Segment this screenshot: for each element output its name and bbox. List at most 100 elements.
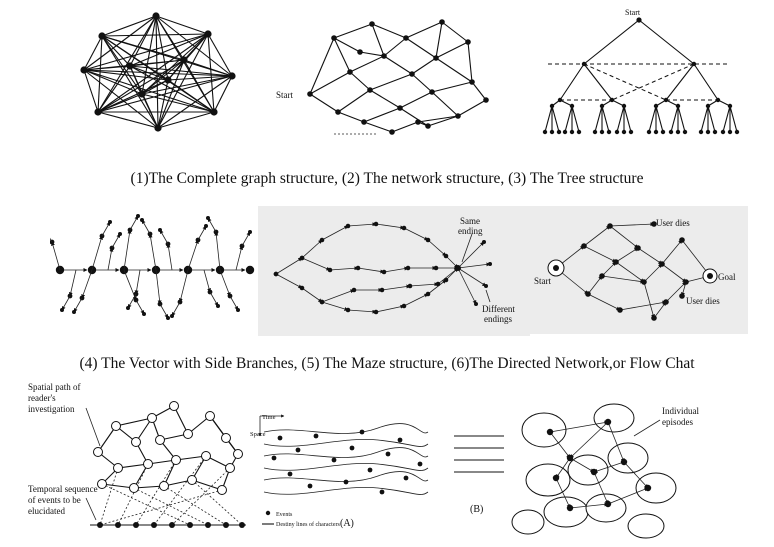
maze-node [433, 265, 439, 271]
branch-tip-node [126, 306, 130, 310]
complete-graph-edge [141, 79, 169, 95]
tree-node [705, 103, 711, 109]
branch-tip-node [142, 312, 146, 316]
flow-node [651, 315, 657, 321]
complete-graph-edge [97, 15, 157, 113]
network-edge [363, 107, 401, 123]
tree-edge [693, 63, 719, 101]
network-start-label: Start [276, 90, 293, 100]
complete-graph-edge [155, 15, 209, 35]
maze-ending-arrow [457, 267, 487, 287]
individual-episodes-label-1: Individual [662, 406, 699, 416]
temporal-event-node [239, 522, 245, 528]
destiny-line [263, 462, 429, 471]
flow-arrow [601, 275, 645, 284]
destiny-line [263, 447, 429, 458]
maze-node [373, 309, 379, 315]
tree-leaf-node [606, 129, 612, 135]
flow-arrow [587, 275, 603, 295]
episode-hub-node [620, 458, 628, 466]
maze-arrow [275, 257, 303, 275]
spatial-node [113, 463, 123, 473]
spatial-node [183, 429, 193, 439]
panel-a-label: (A) [340, 518, 354, 529]
flow-arrow [665, 281, 687, 303]
different-endings-label-line2: endings [484, 314, 512, 324]
network-edge [359, 51, 385, 57]
branch-arrow [50, 237, 53, 243]
maze-ending-node [484, 284, 488, 288]
flow-arrow [643, 263, 663, 283]
tree-dashed-edge [611, 63, 695, 101]
tree-leaf-node [556, 129, 562, 135]
tree-leaf-node [653, 129, 659, 135]
flow-arrow [609, 225, 639, 249]
complete-graph-diagram [80, 12, 236, 132]
episode-ellipse [585, 493, 627, 523]
complete-graph-edge [83, 69, 99, 113]
network-edge [431, 81, 473, 93]
network-edge [383, 37, 407, 57]
network-edge [349, 55, 385, 73]
temporal-event-node [133, 522, 139, 528]
legend-events-label: Events [276, 512, 293, 518]
tree-edge [707, 105, 716, 133]
spatial-node [201, 451, 211, 461]
flow-node [683, 279, 689, 285]
branch-arrow [219, 269, 231, 297]
tree-start-label: Start [625, 8, 641, 17]
complete-graph-edge [157, 59, 185, 129]
tree-dashed-edge [583, 63, 667, 101]
temporal-event-node [151, 522, 157, 528]
complete-graph-node [228, 72, 236, 80]
complete-graph-edge [207, 33, 215, 113]
branch-arrow [197, 225, 207, 241]
temporal-event-node [115, 522, 121, 528]
flow-arrow [609, 222, 655, 227]
maze-arrow [301, 287, 323, 303]
complete-graph-edge [129, 65, 215, 113]
episode-ellipse [627, 513, 665, 539]
network-edge [399, 107, 429, 127]
network-edge [309, 71, 351, 95]
spatial-node [217, 485, 227, 495]
branch-arrow [241, 231, 251, 247]
branch-arrow [135, 299, 145, 315]
complete-graph-edge [83, 33, 209, 71]
flow-arrow [637, 247, 663, 265]
maze-arrow [347, 309, 377, 314]
spatial-path-edge [115, 417, 153, 427]
complete-graph-edge [101, 33, 209, 37]
tree-leaf-node [599, 129, 605, 135]
spatial-node [187, 475, 197, 485]
complete-graph-edge [141, 33, 209, 95]
tree-leaf-node [660, 129, 666, 135]
tree-edge [722, 105, 731, 133]
episode-hub-node [552, 474, 560, 482]
branch-tip-node [204, 224, 208, 228]
branch-node [99, 233, 105, 239]
network-edge [467, 41, 473, 83]
complete-graph-node [180, 56, 188, 64]
complete-graph-edge [157, 111, 215, 129]
episode-hub-node [566, 454, 574, 462]
spatial-node [225, 463, 235, 473]
tree-leaf-node [621, 129, 627, 135]
goal-label: Goal [718, 272, 736, 282]
branch-arrow [155, 269, 162, 305]
branch-tip-node [118, 232, 122, 236]
tree-edge [564, 105, 573, 133]
tree-node [609, 97, 615, 103]
tree-node [675, 103, 681, 109]
branch-arrow [81, 269, 93, 299]
event-node [331, 457, 337, 463]
branch-tip-node [166, 316, 170, 320]
network-edge [399, 91, 433, 109]
tree-node [663, 97, 669, 103]
temporal-event-node [187, 522, 193, 528]
episode-hub-node [566, 504, 574, 512]
flow-arrow [619, 300, 667, 311]
maze-node [373, 221, 379, 227]
flow-node [617, 307, 623, 313]
